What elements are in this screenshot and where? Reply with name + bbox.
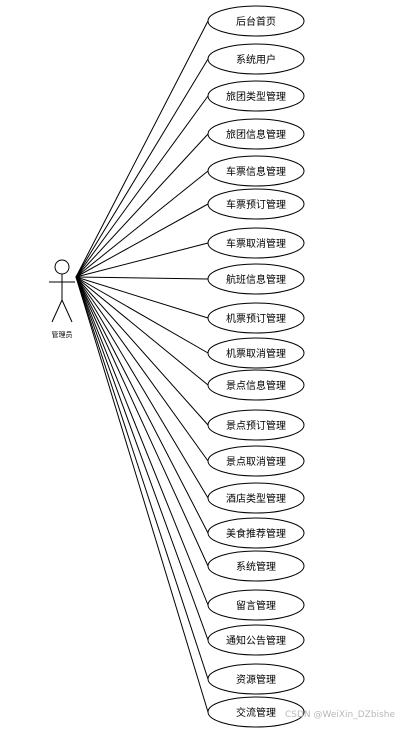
use-case: 航班信息管理 <box>207 263 305 295</box>
use-case-ellipse <box>207 155 305 187</box>
association-line <box>75 276 209 680</box>
use-case-label: 通知公告管理 <box>226 634 286 647</box>
use-case-label: 系统管理 <box>236 560 276 573</box>
use-case-ellipse <box>207 445 305 477</box>
use-case-label: 旅团类型管理 <box>226 90 286 103</box>
use-case-ellipse <box>207 409 305 441</box>
association-line <box>75 276 209 280</box>
use-case: 通知公告管理 <box>207 624 305 656</box>
use-cases: 后台首页系统用户旅团类型管理旅团信息管理车票信息管理车票预订管理车票取消管理航班… <box>207 5 305 728</box>
association-lines <box>75 20 209 713</box>
use-case-ellipse <box>207 188 305 220</box>
use-case-label: 车票预订管理 <box>226 198 286 211</box>
use-case-ellipse <box>207 5 305 37</box>
use-case-label: 后台首页 <box>236 15 276 28</box>
use-case: 景点预订管理 <box>207 409 305 441</box>
use-case: 交流管理 <box>207 696 305 728</box>
use-case-ellipse <box>207 624 305 656</box>
use-case: 酒店类型管理 <box>207 482 305 514</box>
association-line <box>75 276 209 462</box>
use-case: 留言管理 <box>207 589 305 621</box>
use-case-ellipse <box>207 550 305 582</box>
use-case-label: 系统用户 <box>236 53 276 66</box>
use-case-ellipse <box>207 369 305 401</box>
association-line <box>75 276 209 499</box>
use-case-label: 交流管理 <box>236 706 276 719</box>
use-case-ellipse <box>207 227 305 259</box>
association-line <box>75 95 209 278</box>
use-case: 机票预订管理 <box>207 302 305 334</box>
use-case: 景点信息管理 <box>207 369 305 401</box>
association-line <box>75 276 209 641</box>
use-case-ellipse <box>207 263 305 295</box>
use-case: 机票取消管理 <box>207 337 305 369</box>
use-case-label: 景点信息管理 <box>226 379 286 392</box>
use-case: 旅团信息管理 <box>207 118 305 150</box>
use-case: 美食推荐管理 <box>207 517 305 549</box>
association-line <box>75 276 209 567</box>
association-line <box>75 276 209 606</box>
use-case-label: 景点预订管理 <box>226 419 286 432</box>
use-case-label: 旅团信息管理 <box>226 128 286 141</box>
association-line <box>75 58 209 278</box>
use-case-label: 留言管理 <box>236 599 276 612</box>
use-case-label: 酒店类型管理 <box>226 492 286 505</box>
association-line <box>75 276 209 386</box>
use-case: 旅团类型管理 <box>207 80 305 112</box>
association-line <box>75 276 209 354</box>
association-line <box>75 242 209 278</box>
use-case-ellipse <box>207 302 305 334</box>
use-case: 车票取消管理 <box>207 227 305 259</box>
use-case: 景点取消管理 <box>207 445 305 477</box>
watermark: CSDN @WeiXin_DZbishe <box>284 710 395 720</box>
use-case-ellipse <box>207 663 305 695</box>
use-case-label: 景点取消管理 <box>226 455 286 468</box>
use-case-label: 机票取消管理 <box>226 347 286 360</box>
association-line <box>75 20 209 278</box>
use-case-label: 资源管理 <box>236 673 276 686</box>
actor-label: 管理员 <box>52 330 73 339</box>
actor-right-leg <box>61 299 73 323</box>
use-case-ellipse <box>207 517 305 549</box>
use-case-ellipse <box>207 337 305 369</box>
use-case-ellipse <box>207 43 305 75</box>
association-line <box>75 276 209 713</box>
use-case-label: 车票信息管理 <box>226 165 286 178</box>
use-case-ellipse <box>207 482 305 514</box>
use-case-ellipse <box>207 80 305 112</box>
use-case-label: 美食推荐管理 <box>226 527 286 540</box>
use-case: 车票信息管理 <box>207 155 305 187</box>
use-case-label: 机票预订管理 <box>226 312 286 325</box>
association-line <box>75 203 209 278</box>
use-case: 资源管理 <box>207 663 305 695</box>
use-case-ellipse <box>207 118 305 150</box>
association-line <box>75 170 209 278</box>
use-case: 后台首页 <box>207 5 305 37</box>
use-case-ellipse <box>207 589 305 621</box>
actor-head <box>54 259 70 275</box>
use-case-label: 车票取消管理 <box>226 237 286 250</box>
use-case-ellipse <box>207 696 305 728</box>
actor-left-leg <box>51 299 63 323</box>
use-case: 系统用户 <box>207 43 305 75</box>
association-line <box>75 276 209 319</box>
use-case: 车票预订管理 <box>207 188 305 220</box>
use-case: 系统管理 <box>207 550 305 582</box>
association-line <box>75 133 209 278</box>
association-line <box>75 276 209 426</box>
actor: 管理员 <box>49 259 75 339</box>
association-line <box>75 276 209 534</box>
use-case-label: 航班信息管理 <box>226 273 286 286</box>
